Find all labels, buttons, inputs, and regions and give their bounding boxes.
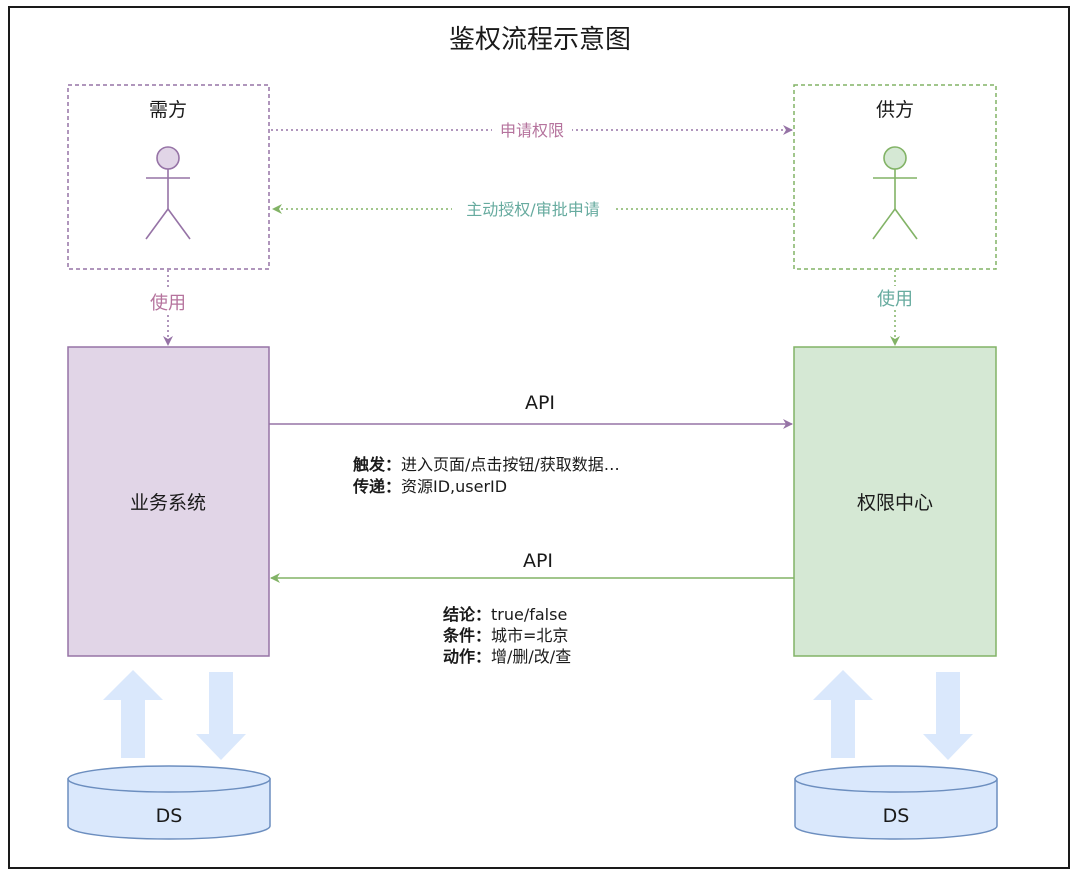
api-response-line-3: 动作：增/删/改/查 — [443, 647, 571, 666]
approve-label: 主动授权/审批申请 — [466, 200, 599, 219]
demand-actor-icon — [145, 146, 191, 240]
api-response-line-1: 结论：true/false — [442, 605, 567, 624]
business-system-label: 业务系统 — [130, 492, 206, 514]
api-request-line-2-key: 传递： — [352, 477, 401, 496]
supply-actor-icon — [872, 146, 918, 240]
left-download-arrow-icon — [196, 672, 246, 760]
api-response-line-1-value: true/false — [491, 605, 567, 624]
api-request-line-2: 传递：资源ID,userID — [352, 477, 507, 496]
supply-use-label: 使用 — [877, 289, 913, 310]
left-datastore-label: DS — [156, 805, 183, 827]
supply-label: 供方 — [876, 99, 914, 121]
right-datastore-label: DS — [883, 805, 910, 827]
right-datastore-icon — [794, 765, 998, 840]
request-label-bg — [492, 119, 572, 141]
approve-label-bg — [452, 198, 614, 220]
diagram-title: 鉴权流程示意图 — [449, 25, 631, 55]
api-response-line-2: 条件：城市=北京 — [442, 626, 568, 645]
left-upload-arrow-icon — [103, 670, 163, 758]
api-request-label: API — [525, 392, 555, 414]
right-download-arrow-icon — [923, 672, 973, 760]
api-response-line-2-key: 条件： — [442, 626, 491, 645]
api-request-line-2-value: 资源ID,userID — [401, 477, 507, 496]
api-response-line-3-value: 增/删/改/查 — [491, 647, 571, 666]
left-datastore-icon — [67, 765, 271, 840]
demand-use-label-bg — [146, 290, 190, 314]
business-system-box — [67, 346, 270, 657]
permission-center-label: 权限中心 — [857, 492, 933, 514]
demand-container — [67, 84, 270, 270]
right-upload-arrow-icon — [813, 670, 873, 758]
api-response-label: API — [523, 550, 553, 572]
api-response-line-2-value: 城市=北京 — [491, 626, 568, 645]
demand-label: 需方 — [149, 99, 187, 121]
api-request-line-1-value: 进入页面/点击按钮/获取数据… — [401, 455, 620, 474]
demand-use-label: 使用 — [150, 293, 186, 314]
api-response-line-1-key: 结论： — [442, 605, 491, 624]
supply-use-label-bg — [873, 286, 917, 310]
api-response-line-3-key: 动作： — [443, 647, 491, 666]
api-request-line-1-key: 触发： — [352, 455, 401, 474]
permission-center-box — [793, 346, 997, 657]
request-permission-label: 申请权限 — [500, 121, 564, 140]
api-request-line-1: 触发：进入页面/点击按钮/获取数据… — [352, 455, 620, 474]
supply-container — [793, 84, 997, 270]
